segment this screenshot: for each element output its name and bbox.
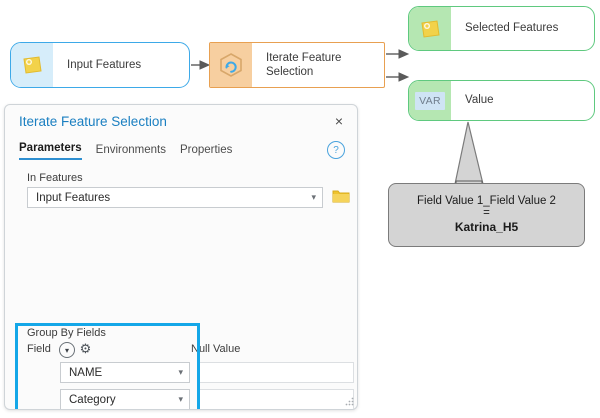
tool-dialog: Iterate Feature Selection × Parameters E… (4, 104, 358, 410)
tab-parameters[interactable]: Parameters (19, 142, 82, 160)
node-input-features[interactable]: Input Features (10, 42, 190, 88)
node-label: Value (465, 94, 494, 107)
node-iterate-feature-selection[interactable]: Iterate Feature Selection (209, 42, 385, 88)
node-value[interactable]: VAR Value (408, 80, 595, 121)
tab-environments[interactable]: Environments (95, 144, 166, 156)
dialog-title: Iterate Feature Selection (19, 114, 167, 129)
group-field-combo-1[interactable]: NAME ▾ (60, 362, 190, 383)
in-features-combo[interactable]: Input Features ▾ (27, 187, 323, 208)
node-label: Iterate Feature Selection (266, 51, 342, 78)
group-by-fields-label: Group By Fields (27, 327, 106, 339)
gear-icon[interactable]: ⚙ (79, 341, 92, 356)
close-icon[interactable]: × (334, 113, 344, 129)
help-icon[interactable]: ? (327, 141, 345, 159)
null-value-input-1[interactable] (199, 362, 354, 383)
chevron-down-icon: ▾ (178, 394, 183, 404)
in-features-value: Input Features (36, 191, 111, 204)
feature-layer-icon (409, 7, 451, 50)
chevron-down-icon: ▾ (311, 192, 316, 202)
callout-line-1: Field Value 1_Field Value 2 (417, 195, 556, 208)
tab-properties[interactable]: Properties (179, 144, 233, 156)
callout-line-2: Katrina_H5 (454, 220, 519, 235)
in-features-label: In Features (27, 172, 83, 184)
node-selected-features[interactable]: Selected Features (408, 6, 595, 51)
chevron-down-circle-icon[interactable]: ▾ (59, 342, 75, 358)
chevron-down-icon: ▾ (178, 367, 183, 377)
node-label: Input Features (67, 58, 142, 71)
group-field-combo-2[interactable]: Category ▾ (60, 389, 190, 409)
callout-equals: = (483, 207, 490, 220)
iterator-hexagon-icon (210, 43, 252, 87)
feature-layer-icon (11, 43, 53, 87)
group-field-value-2: Category (69, 393, 116, 406)
callout-box: Field Value 1_Field Value 2 = Katrina_H5 (388, 183, 585, 247)
var-badge-icon: VAR (409, 81, 451, 120)
null-value-input-2[interactable] (199, 389, 354, 409)
folder-icon[interactable] (331, 187, 351, 206)
dialog-tabs: Parameters Environments Properties (19, 142, 232, 160)
resize-grip[interactable] (345, 397, 354, 406)
group-field-value-1: NAME (69, 366, 103, 379)
node-label: Selected Features (465, 22, 559, 35)
field-column-header: Field (27, 343, 51, 355)
null-value-column-header: Null Value (191, 343, 241, 355)
var-badge-label: VAR (415, 91, 445, 110)
